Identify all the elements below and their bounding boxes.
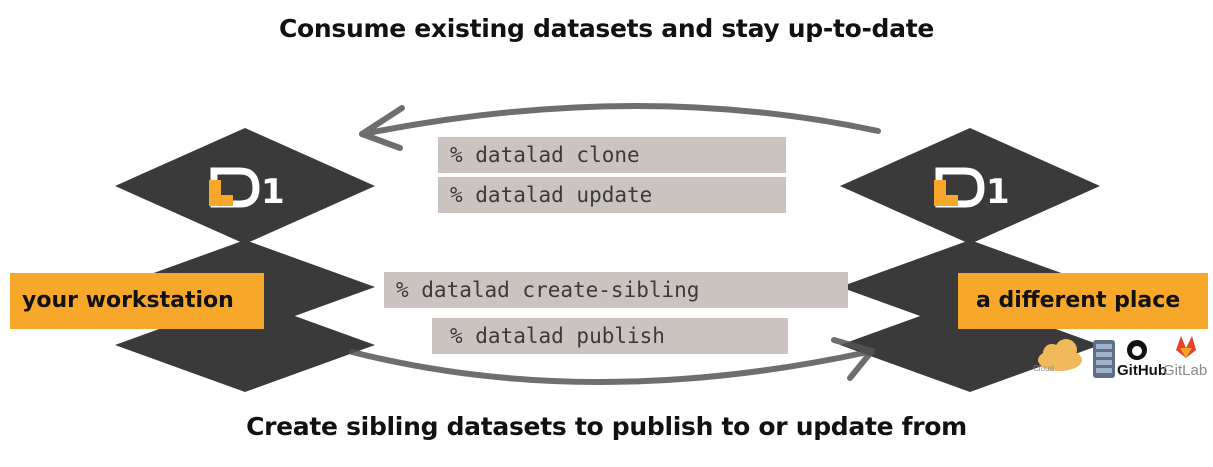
right-stack-top-layer bbox=[840, 128, 1100, 244]
github-icon bbox=[1127, 340, 1147, 360]
command-publish: % datalad publish bbox=[432, 318, 788, 354]
top-arrow-curve bbox=[365, 103, 881, 136]
right-datalad-logo: 1 bbox=[934, 167, 1010, 212]
top-title: Consume existing datasets and stay up-to… bbox=[278, 14, 935, 43]
bottom-arrow bbox=[349, 337, 875, 385]
github-label: GitHub bbox=[1117, 362, 1167, 379]
gitlab-icon bbox=[1176, 336, 1196, 358]
bottom-arrow-curve bbox=[349, 349, 871, 385]
right-logo-text: 1 bbox=[986, 172, 1010, 212]
cloud-label: Cloud bbox=[1033, 364, 1054, 373]
bottom-arrow-head-upper bbox=[831, 337, 875, 354]
place-label-different-place: a different place bbox=[958, 273, 1208, 329]
command-update: % datalad update bbox=[438, 177, 786, 213]
left-logo-text: 1 bbox=[261, 172, 285, 212]
bottom-title: Create sibling datasets to publish to or… bbox=[246, 412, 967, 441]
left-dataset-stack: 1 bbox=[115, 128, 375, 392]
left-datalad-logo: 1 bbox=[209, 167, 285, 212]
gitlab-label: GitLab bbox=[1163, 362, 1208, 379]
left-stack-top-layer bbox=[115, 128, 375, 244]
top-arrow-head-lower bbox=[359, 131, 403, 151]
bottom-arrow-head-lower bbox=[847, 348, 875, 381]
command-create-sibling: % datalad create-sibling bbox=[384, 272, 848, 308]
command-clone: % datalad clone bbox=[438, 137, 786, 173]
server-icon bbox=[1093, 340, 1115, 378]
cloud-icon bbox=[1038, 339, 1082, 371]
top-arrow bbox=[359, 103, 881, 151]
place-label-workstation: your workstation bbox=[10, 273, 264, 329]
top-arrow-head-upper bbox=[359, 105, 405, 137]
